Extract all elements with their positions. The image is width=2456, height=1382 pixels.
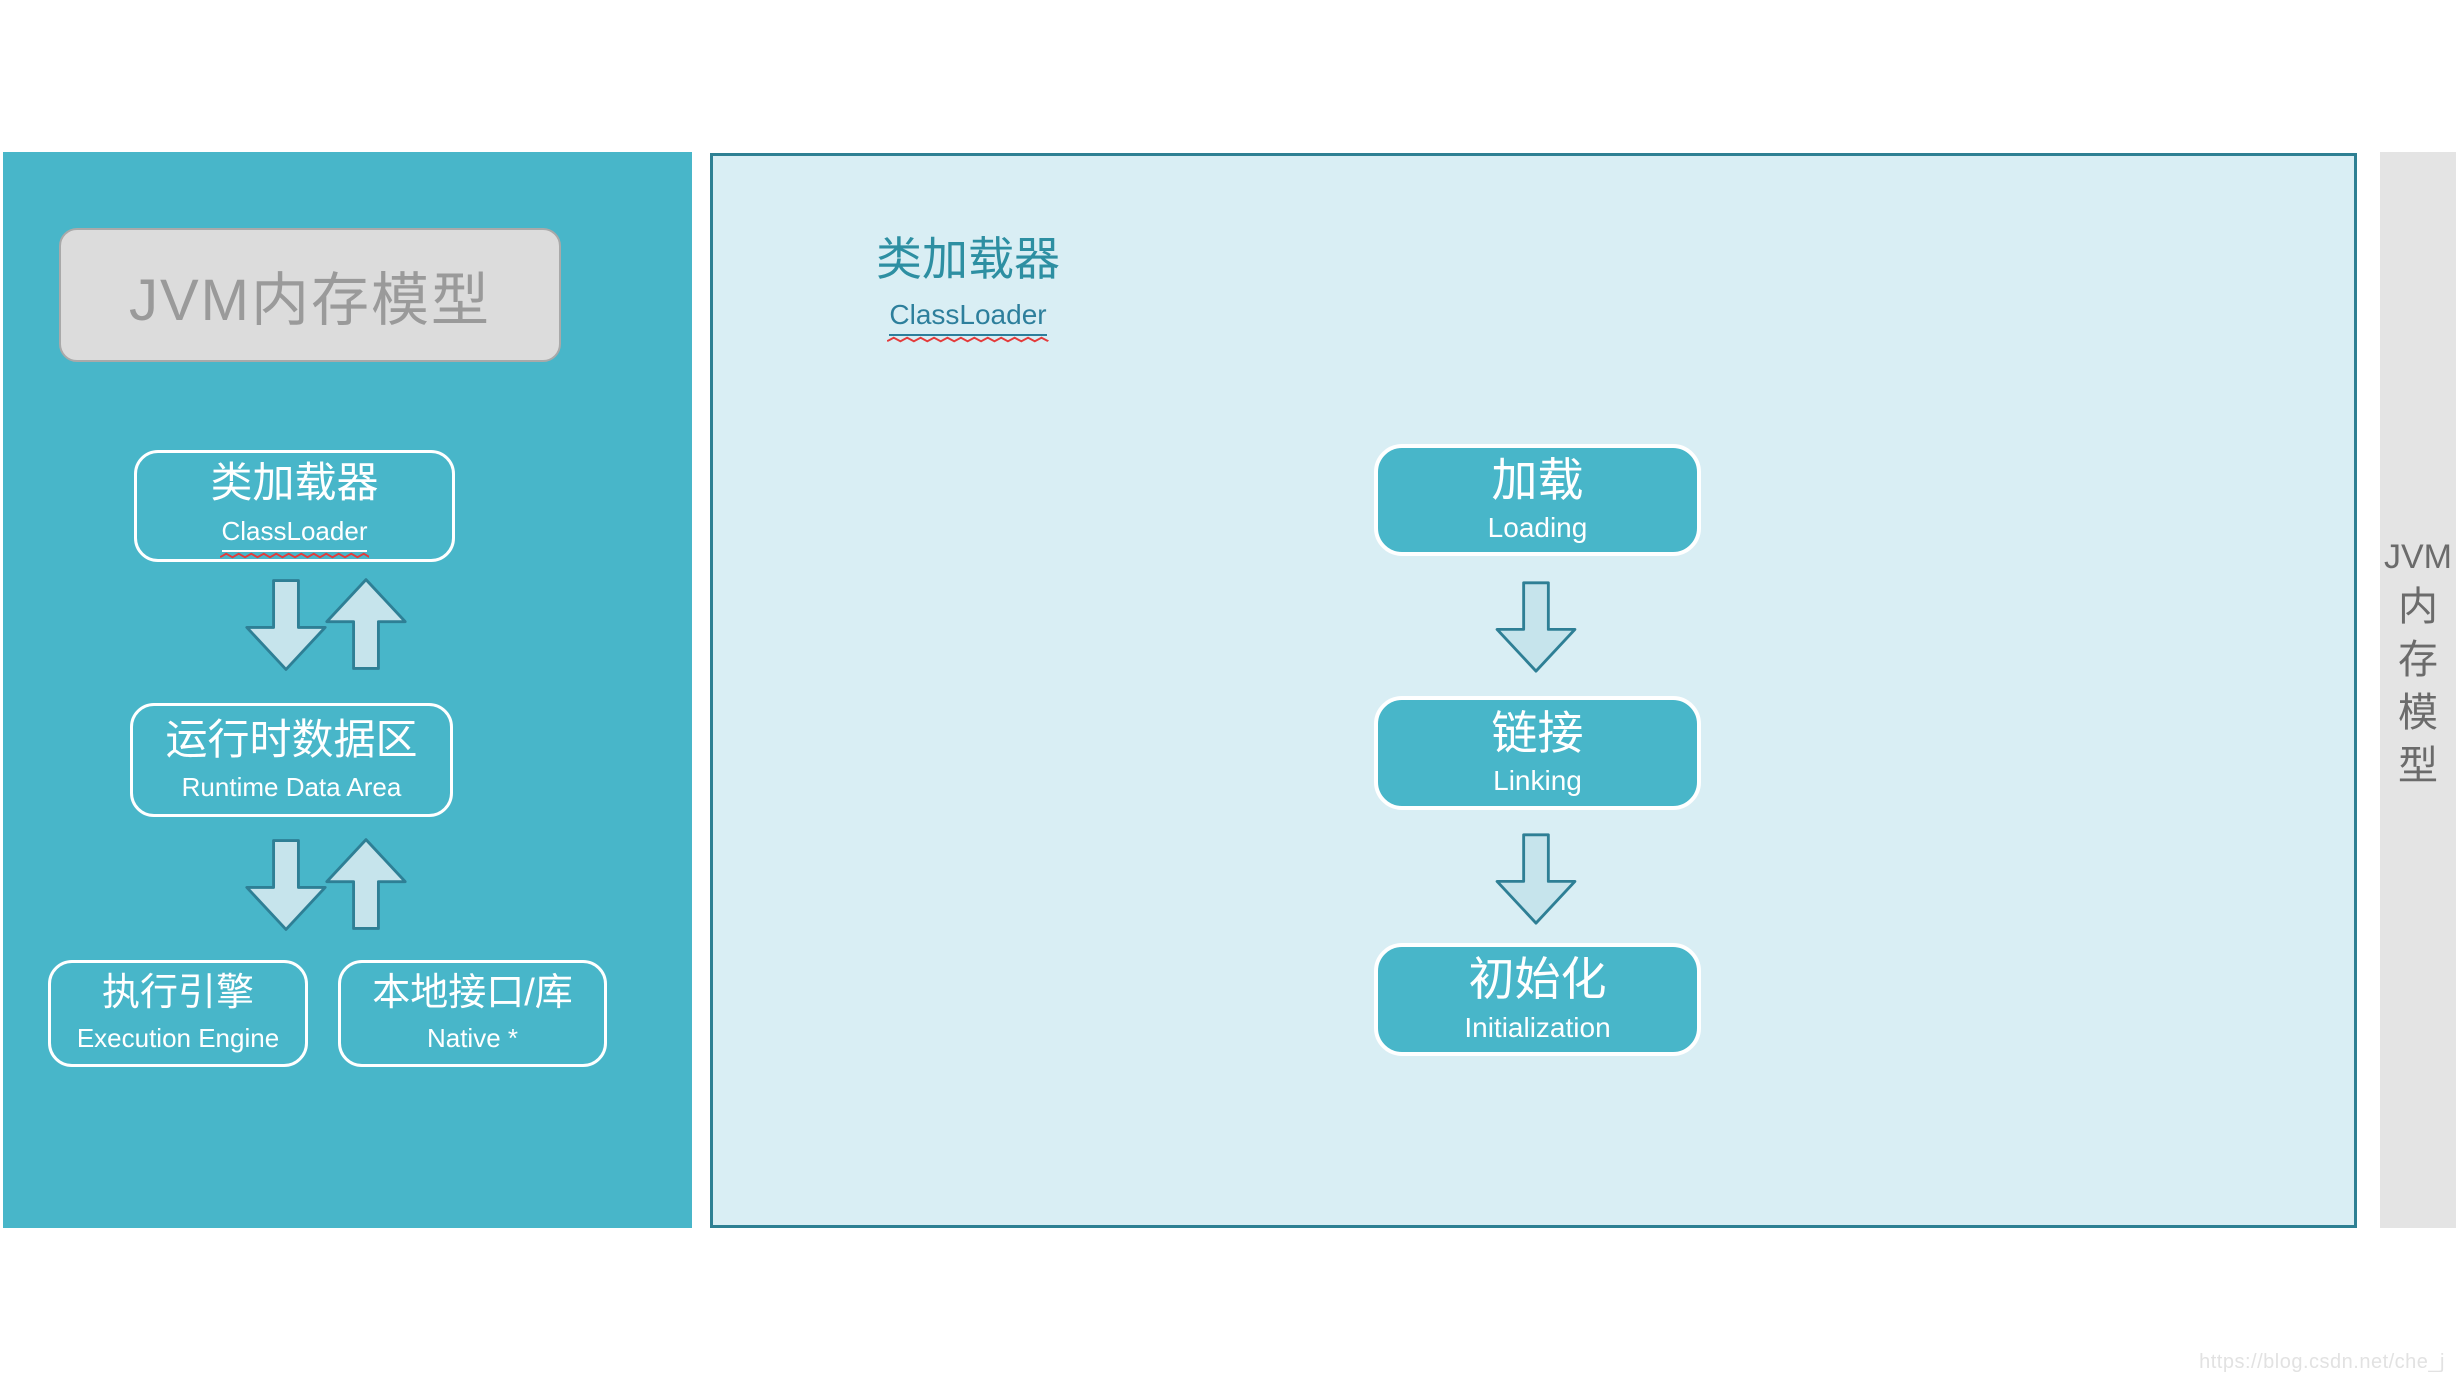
up-arrow-icon xyxy=(325,578,407,670)
linking-label-en: Linking xyxy=(1493,765,1582,797)
up-arrow-icon xyxy=(325,838,407,930)
bidirectional-arrows-runtime-engine xyxy=(243,836,409,934)
runtime-label-zh: 运行时数据区 xyxy=(165,715,418,763)
panel-heading-zh: 类加载器 xyxy=(876,233,1060,285)
down-arrow-icon xyxy=(245,839,327,931)
flow-node-initialization: 初始化 Initialization xyxy=(1374,943,1701,1056)
classloader-label-zh: 类加载器 xyxy=(210,459,379,507)
spellcheck-underline-icon xyxy=(887,336,1049,343)
down-arrow-icon xyxy=(245,579,327,671)
loading-label-en: Loading xyxy=(1487,512,1588,544)
native-label-zh: 本地接口/库 xyxy=(372,971,573,1014)
panel-heading-en: ClassLoader xyxy=(887,299,1049,343)
execution-label-zh: 执行引擎 xyxy=(101,971,254,1014)
initialization-label-zh: 初始化 xyxy=(1468,953,1607,1006)
flow-node-linking: 链接 Linking xyxy=(1374,696,1701,810)
tab-line: 内 xyxy=(2398,585,2438,629)
node-native-interface: 本地接口/库 Native * xyxy=(338,960,607,1067)
linking-label-zh: 链接 xyxy=(1491,706,1584,759)
execution-label-en: Execution Engine xyxy=(76,1023,280,1054)
classloader-label-en: ClassLoader xyxy=(219,516,370,559)
flow-node-loading: 加载 Loading xyxy=(1374,444,1701,556)
tab-line: JVM xyxy=(2384,538,2452,576)
jvm-overview-sidebar: JVM内存模型 类加载器 ClassLoader 运行时数据区 Runtime … xyxy=(3,152,692,1228)
tab-line: 模 xyxy=(2398,691,2438,735)
panel-heading: 类加载器 ClassLoader xyxy=(803,233,1133,343)
csdn-watermark: https://blog.csdn.net/che_j xyxy=(2199,1351,2445,1373)
node-classloader: 类加载器 ClassLoader xyxy=(134,450,455,562)
page-title: JVM内存模型 xyxy=(59,228,561,362)
node-execution-engine: 执行引擎 Execution Engine xyxy=(48,960,308,1067)
classloader-detail-panel: 类加载器 ClassLoader 加载 Loading 链接 Linking 初… xyxy=(710,153,2357,1228)
loading-label-zh: 加载 xyxy=(1491,453,1584,506)
bidirectional-arrows-classloader-runtime xyxy=(243,576,409,674)
page-title-text: JVM内存模型 xyxy=(128,268,491,333)
section-tab-label: JVM 内 存 模 型 xyxy=(2380,533,2456,793)
tab-line: 存 xyxy=(2398,638,2438,682)
runtime-label-en: Runtime Data Area xyxy=(181,772,402,803)
down-arrow-icon xyxy=(1495,833,1577,925)
native-label-en: Native * xyxy=(426,1023,519,1054)
node-runtime-data-area: 运行时数据区 Runtime Data Area xyxy=(130,703,453,817)
down-arrow-icon xyxy=(1495,581,1577,673)
initialization-label-en: Initialization xyxy=(1464,1011,1611,1043)
spellcheck-underline-icon xyxy=(219,552,370,559)
section-tab-jvm-memory-model: JVM 内 存 模 型 xyxy=(2380,152,2456,1228)
tab-line: 型 xyxy=(2398,744,2438,788)
